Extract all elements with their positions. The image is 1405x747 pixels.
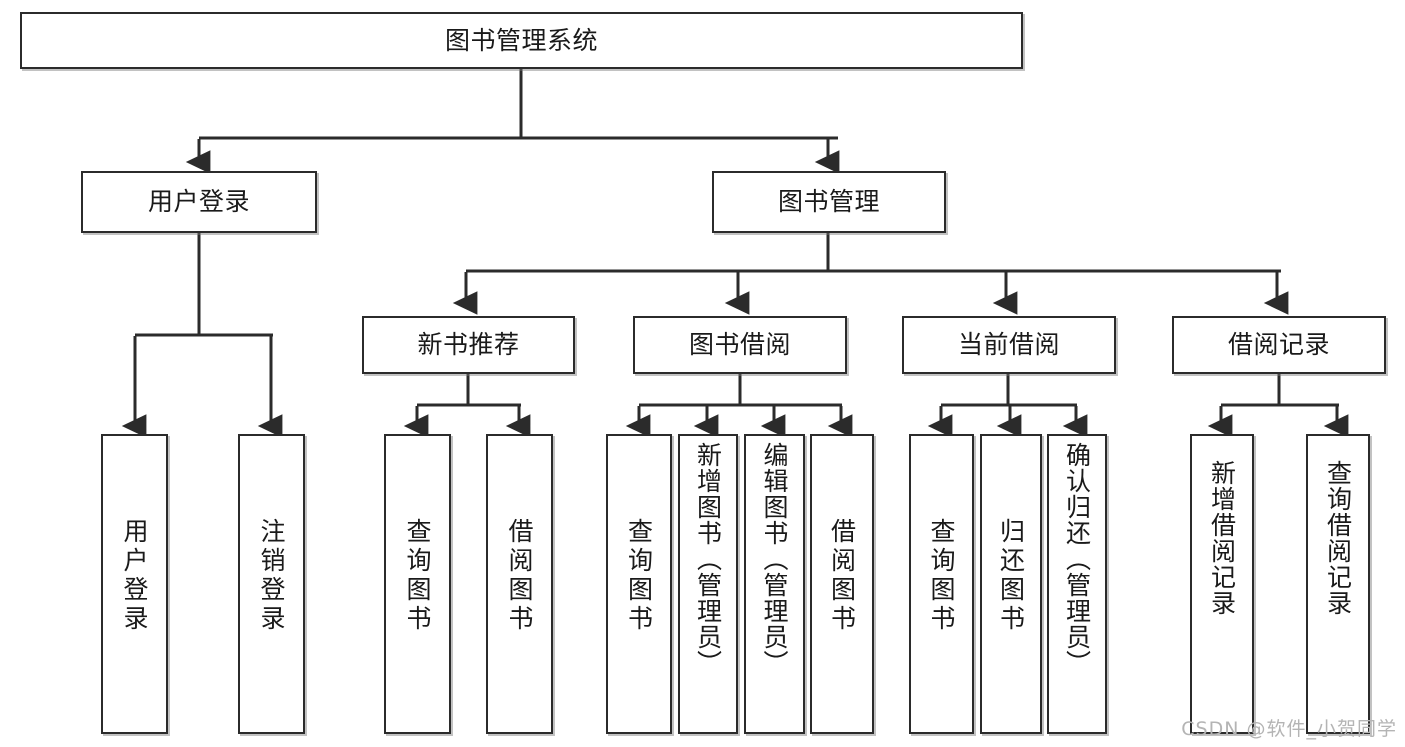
node-current-borrow-label: 当前借阅 [957,330,1060,360]
node-leaf-add-record[interactable]: 新增借阅记录 [1190,434,1254,734]
node-book-manage[interactable]: 图书管理 [712,171,946,233]
node-leaf-query-book-3-label: 查询图书 [927,518,956,634]
node-book-borrow-label: 图书借阅 [688,330,791,360]
node-new-book-rec[interactable]: 新书推荐 [362,316,575,374]
node-leaf-query-book-2-label: 查询图书 [624,518,654,634]
node-leaf-return-book[interactable]: 归还图书 [980,434,1042,734]
node-root-label: 图书管理系统 [444,25,598,55]
node-current-borrow[interactable]: 当前借阅 [902,316,1116,374]
csdn-watermark: CSDN @软件_小贺同学 [1181,718,1397,740]
node-book-manage-label: 图书管理 [777,187,880,217]
node-borrow-record-label: 借阅记录 [1227,330,1330,360]
node-leaf-return-book-label: 归还图书 [996,518,1026,634]
node-leaf-confirm-return[interactable]: 确认归还（管理员） [1047,434,1107,734]
node-leaf-query-book-1-label: 查询图书 [403,518,432,634]
node-leaf-edit-book[interactable]: 编辑图书（管理员） [744,434,805,734]
node-leaf-add-record-label: 新增借阅记录 [1207,460,1237,616]
node-leaf-logout-login-label: 注销登录 [257,518,286,634]
node-leaf-borrow-book-2[interactable]: 借阅图书 [810,434,874,734]
node-leaf-query-record-label: 查询借阅记录 [1323,460,1353,616]
node-leaf-logout-login[interactable]: 注销登录 [238,434,305,734]
node-leaf-add-book-label: 新增图书（管理员） [693,442,723,676]
node-leaf-query-book-3[interactable]: 查询图书 [909,434,974,734]
node-leaf-user-login[interactable]: 用户登录 [101,434,168,734]
node-book-borrow[interactable]: 图书借阅 [633,316,847,374]
node-new-book-rec-label: 新书推荐 [417,330,520,360]
node-leaf-borrow-book-1-label: 借阅图书 [505,518,534,634]
node-leaf-query-book-1[interactable]: 查询图书 [384,434,451,734]
node-user-login[interactable]: 用户登录 [81,171,317,233]
node-user-login-label: 用户登录 [147,187,250,217]
node-leaf-query-book-2[interactable]: 查询图书 [606,434,672,734]
node-leaf-user-login-label: 用户登录 [120,518,149,634]
node-leaf-add-book[interactable]: 新增图书（管理员） [678,434,738,734]
node-leaf-confirm-return-label: 确认归还（管理员） [1062,442,1092,676]
node-leaf-borrow-book-2-label: 借阅图书 [827,518,857,634]
node-leaf-query-record[interactable]: 查询借阅记录 [1306,434,1370,734]
node-root[interactable]: 图书管理系统 [20,12,1023,69]
node-leaf-edit-book-label: 编辑图书（管理员） [760,442,789,676]
node-borrow-record[interactable]: 借阅记录 [1172,316,1386,374]
node-leaf-borrow-book-1[interactable]: 借阅图书 [486,434,553,734]
